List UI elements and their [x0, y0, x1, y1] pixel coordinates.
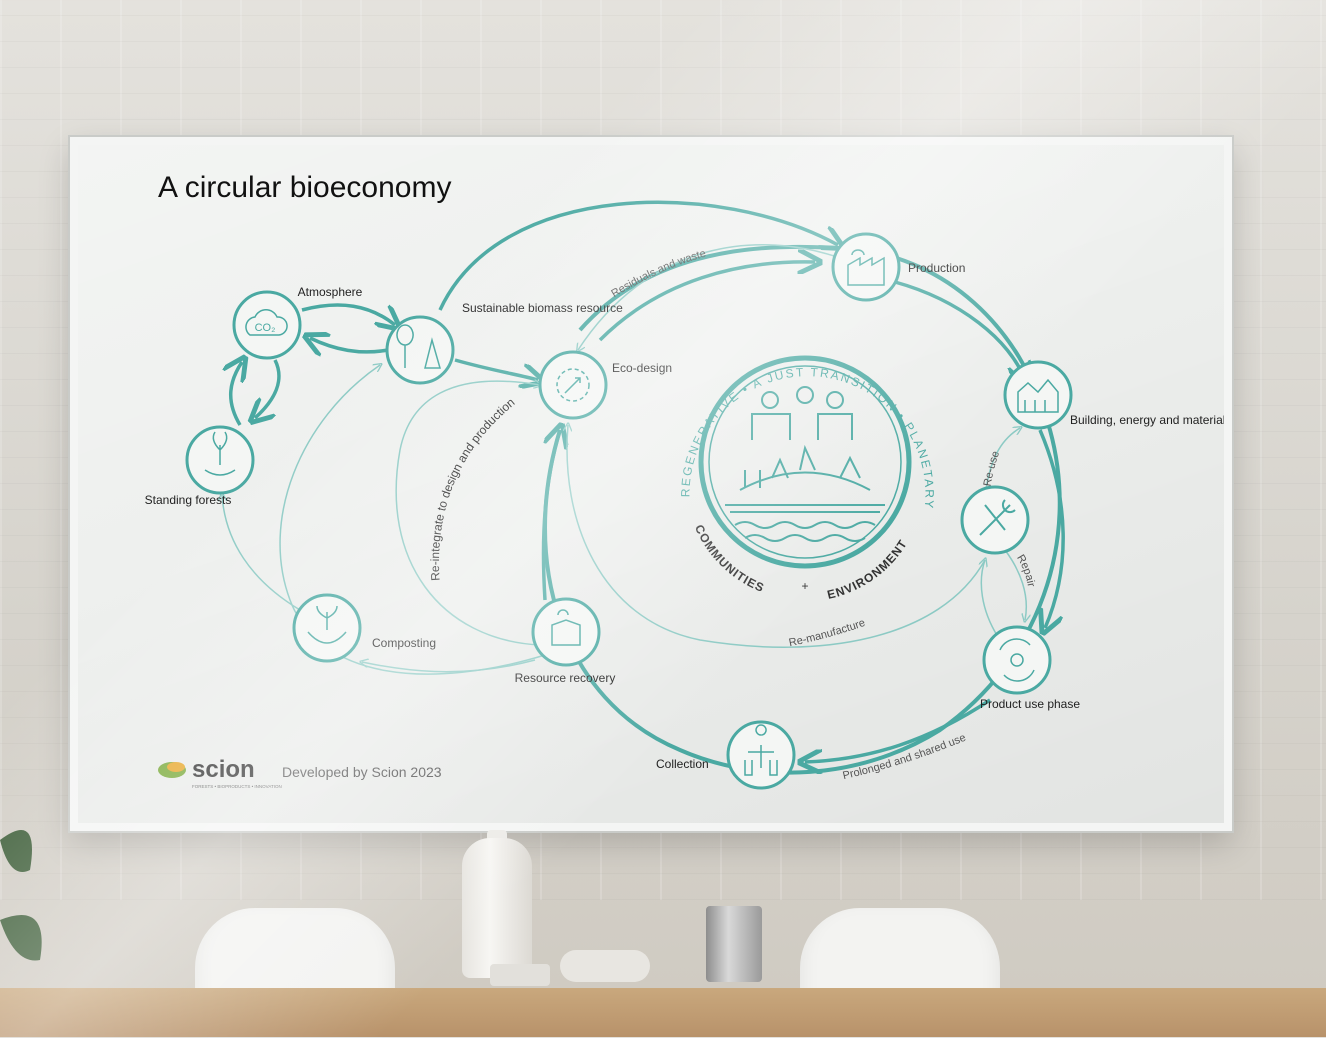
vase — [462, 838, 532, 978]
production-node — [831, 232, 901, 302]
buildings-icon — [1017, 378, 1059, 413]
factory-icon — [847, 249, 885, 286]
trees-icon — [396, 324, 441, 369]
building-label: Building, energy and materials — [1070, 413, 1224, 427]
building-node — [1003, 360, 1073, 430]
eco-design-label: Eco-design — [612, 361, 672, 375]
plant — [0, 830, 42, 961]
biomass-to-ecodesign-arrow — [454, 358, 538, 380]
resource-recovery-label: Resource recovery — [515, 671, 616, 685]
diagram-canvas: A circular bioeconomy Residuals — [78, 145, 1224, 790]
scion-wordmark: scion — [192, 756, 255, 783]
person-bins-icon — [744, 724, 778, 776]
repair-return-flow — [981, 560, 1001, 641]
production-label: Production — [908, 261, 965, 275]
forest-to-atmosphere-arrow — [231, 362, 242, 426]
reuse-label: Re-use — [982, 449, 1002, 487]
forest-node — [185, 425, 255, 495]
residuals-label: Residuals and waste — [609, 248, 707, 300]
production-to-building-arrow — [894, 280, 1025, 380]
cycle-people-icon — [999, 638, 1035, 682]
tools-icon — [979, 499, 1016, 536]
ecodesign-to-production-arrow — [598, 262, 815, 342]
bowl — [560, 950, 650, 982]
table — [0, 988, 1326, 1037]
reintegrate-label: Re-integrate to design and production — [428, 395, 517, 581]
remanufacture-flow — [567, 425, 986, 648]
composting-label: Composting — [372, 636, 436, 650]
ecodesign-node — [538, 350, 608, 420]
use-to-collection-arrow — [805, 698, 991, 762]
sprout-soil-icon — [307, 605, 347, 644]
hands-leaf-icon — [204, 431, 236, 476]
atmosphere-to-forest-arrow — [255, 359, 281, 418]
recovery-to-composting-flow — [362, 660, 536, 673]
composting-to-forest-flow — [222, 495, 301, 611]
gear-icon — [556, 368, 590, 402]
atmosphere-to-biomass-arrow — [301, 303, 395, 325]
recovery-to-ecodesign-arrow — [541, 430, 560, 601]
utensil-holder — [706, 906, 762, 982]
atmosphere-node: CO₂ — [232, 290, 302, 360]
diagram-title: A circular bioeconomy — [158, 171, 451, 204]
repair-node — [960, 485, 1030, 555]
biomass-to-production-arrow — [438, 200, 838, 311]
board-shading — [78, 145, 1224, 823]
collection-label: Collection — [656, 757, 709, 771]
atmosphere-label: Atmosphere — [298, 285, 363, 299]
cloud-icon — [245, 309, 288, 336]
collection-node — [726, 720, 796, 790]
outer-recovery-flow — [279, 365, 546, 675]
repair-flow — [1004, 549, 1026, 620]
whiteboard: A circular bioeconomy Residuals — [70, 137, 1232, 831]
reuse-flow — [984, 428, 1020, 496]
sustainable-biomass-label: Sustainable biomass resource — [462, 301, 623, 315]
co2-label: CO₂ — [255, 322, 276, 334]
recycle-bag-icon — [551, 609, 581, 646]
biomass-to-atmosphere-arrow — [310, 338, 389, 352]
biomass-node — [385, 315, 455, 385]
product-use-label: Product use phase — [980, 697, 1080, 711]
reintegrate-flow — [395, 381, 540, 646]
scion-logo: scion FORESTS • BIOPRODUCTS • INNOVATION — [158, 756, 282, 789]
credit-text: Developed by Scion 2023 — [282, 764, 442, 780]
plus-sign: + — [801, 579, 808, 593]
scion-tagline: FORESTS • BIOPRODUCTS • INNOVATION — [192, 784, 282, 789]
plates — [490, 964, 550, 986]
building-to-use-arrow — [1040, 429, 1065, 628]
recovery-node — [531, 597, 601, 667]
remanufacture-label: Re-manufacture — [788, 617, 867, 649]
residuals-flow — [578, 244, 841, 350]
composting-node — [292, 593, 362, 663]
product-use-node — [982, 625, 1052, 695]
standing-forests-label: Standing forests — [145, 493, 232, 507]
